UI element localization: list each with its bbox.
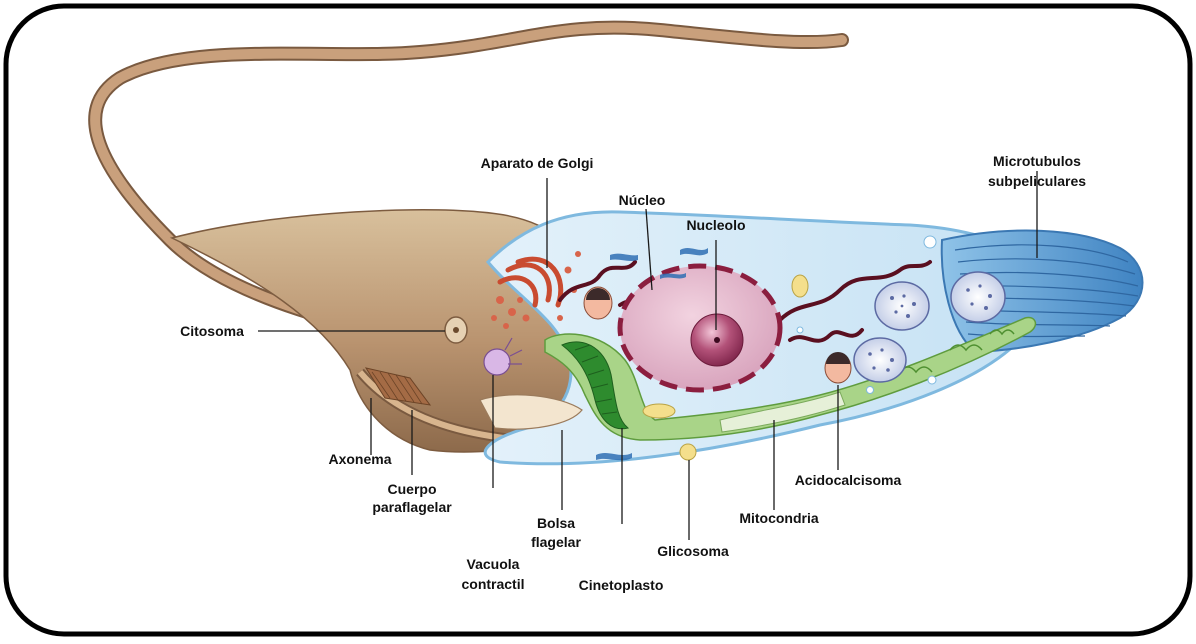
label-bolsa-line1: Bolsa <box>537 515 575 531</box>
acidocalcisome-b <box>825 352 851 383</box>
label-bolsa-line2: flagelar <box>531 534 581 550</box>
vacuole-3 <box>854 338 906 382</box>
label-axonema: Axonema <box>328 451 391 467</box>
label-mitocondria: Mitocondria <box>739 510 819 526</box>
glycosome-b <box>643 404 675 418</box>
label-glicosoma: Glicosoma <box>657 543 729 559</box>
glycosome-c <box>680 444 696 460</box>
label-vacuola-line2: contractil <box>461 576 524 592</box>
label-nucleolo: Nucleolo <box>686 217 745 233</box>
contractile-vacuole <box>484 349 510 375</box>
glycosome-a <box>792 275 808 297</box>
label-nucleo: Núcleo <box>619 192 666 208</box>
label-cuerpo-line2: paraflagelar <box>372 499 452 515</box>
label-microtubulos-line1: Microtubulos <box>993 153 1081 169</box>
label-cuerpo-line1: Cuerpo <box>388 481 437 497</box>
vacuole-1 <box>875 282 929 330</box>
label-microtubulos-line2: subpeliculares <box>988 173 1086 189</box>
label-vacuola-line1: Vacuola <box>467 556 520 572</box>
label-golgi: Aparato de Golgi <box>481 155 594 171</box>
label-cinetoplasto: Cinetoplasto <box>579 577 664 593</box>
acidocalcisome-a <box>584 287 612 319</box>
vacuole-2 <box>951 272 1005 322</box>
label-acidocalcisoma: Acidocalcisoma <box>795 472 902 488</box>
label-citosoma: Citosoma <box>180 323 244 339</box>
